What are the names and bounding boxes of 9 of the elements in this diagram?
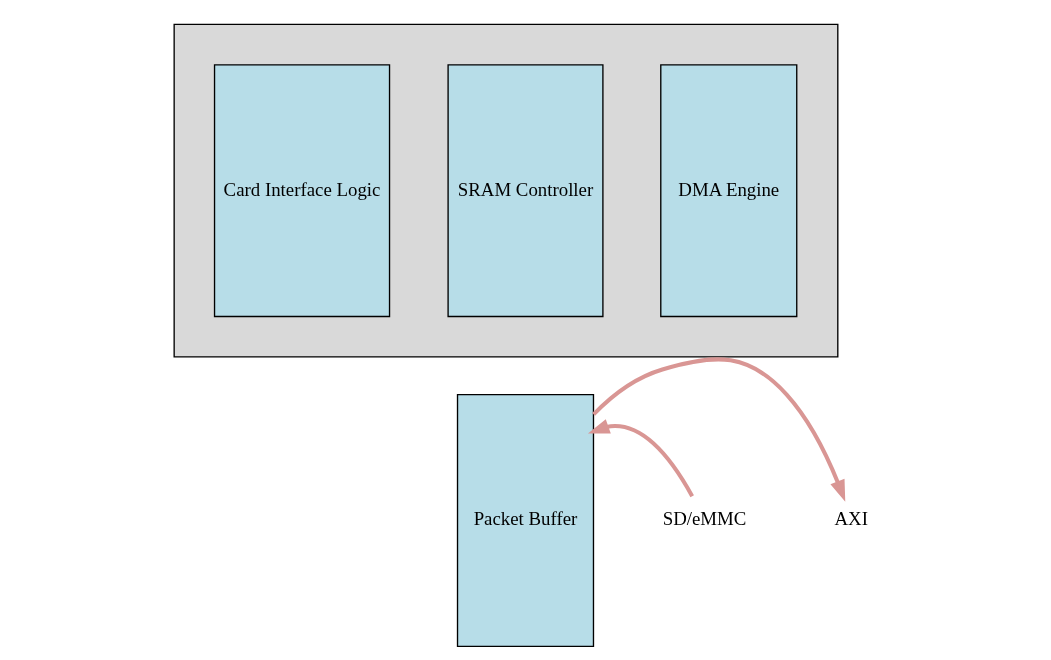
node-box: Packet Buffer [456, 393, 595, 648]
node-box: Card Interface Logic [213, 64, 391, 318]
arrow [592, 357, 846, 502]
cluster [173, 23, 839, 358]
node-box: DMA Engine [660, 64, 798, 318]
node-text: SD/eMMC [662, 508, 747, 530]
node-box: SRAM Controller [447, 64, 604, 318]
node-text: AXI [834, 508, 868, 530]
arrow [587, 419, 694, 498]
